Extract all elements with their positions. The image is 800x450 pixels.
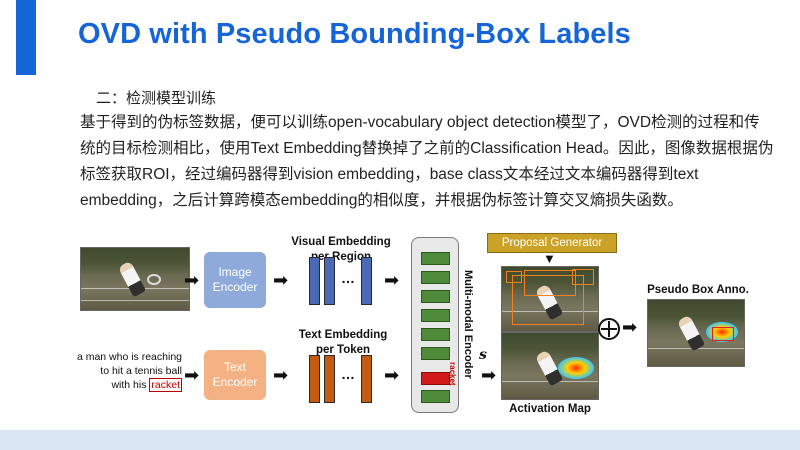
token-cell (421, 328, 450, 341)
visual-ellipsis: … (341, 270, 355, 286)
combine-plus-icon (598, 318, 620, 340)
visual-embedding-bar (361, 257, 372, 305)
arrow-right-icon: ➡ (481, 365, 497, 385)
body-line: embedding，之后计算跨模态embedding的相似度，并根据伪标签计算交… (80, 192, 683, 209)
similarity-symbol: s (479, 347, 487, 363)
caption-line: with his racket (60, 378, 182, 392)
multimodal-encoder-label: Multi-modal Encoder (462, 270, 474, 379)
text-embedding-bar (361, 355, 372, 403)
slide-title: OVD with Pseudo Bounding-Box Labels (78, 18, 631, 50)
body-line: 标签获取ROI，经过编码器得到vision embedding，base cla… (80, 166, 699, 183)
activation-map-photo (501, 332, 599, 400)
text-encoder-label: Text (223, 360, 246, 374)
visual-embedding-bar (309, 257, 320, 305)
image-encoder-label: Encoder (212, 280, 258, 294)
token-cell (421, 290, 450, 303)
arrow-down-icon: ▼ (543, 251, 556, 266)
racket-token-cell (421, 372, 450, 385)
text-embedding-label-line: Text Embedding (298, 329, 388, 341)
visual-embedding-label: Visual Embedding per Region (282, 235, 400, 265)
caption-line: a man who is reaching (76, 351, 182, 363)
caption-highlight-word: racket (149, 378, 182, 392)
token-cell (421, 252, 450, 265)
caption-text: a man who is reaching to hit a tennis ba… (60, 350, 182, 392)
title-accent-bar (16, 0, 36, 75)
text-embedding-bar (309, 355, 320, 403)
text-encoder-label: Encoder (212, 375, 258, 389)
body-line: 基于得到的伪标签数据，便可以训练open-vocabulary object d… (80, 114, 760, 131)
caption-line-end: with his (111, 379, 147, 391)
input-tennis-photo (80, 247, 190, 311)
visual-embedding-label-line: Visual Embedding (291, 236, 391, 248)
arrow-right-icon: ➡ (384, 365, 400, 385)
section-heading: 二：检测模型训练 (96, 90, 217, 107)
visual-embedding-bar (324, 257, 335, 305)
arrow-right-icon: ➡ (273, 270, 289, 290)
pseudo-box-label: Pseudo Box Anno. (647, 284, 749, 296)
arrow-right-icon: ➡ (184, 270, 200, 290)
token-cell (421, 271, 450, 284)
arrow-right-icon: ➡ (622, 317, 638, 337)
arrow-right-icon: ➡ (384, 270, 400, 290)
image-encoder-label: Image (218, 265, 252, 279)
proposals-photo (501, 266, 599, 332)
pseudo-box-photo (647, 299, 745, 367)
text-embedding-label: Text Embedding per Token (284, 328, 402, 358)
caption-line: to hit a tennis ball (100, 365, 182, 377)
token-cell (421, 309, 450, 322)
activation-map-label: Activation Map (509, 403, 591, 415)
arrow-right-icon: ➡ (273, 365, 289, 385)
token-cell (421, 347, 450, 360)
text-ellipsis: … (341, 366, 355, 382)
body-line: 统的目标检测相比，使用Text Embedding替换掉了之前的Classifi… (80, 140, 774, 157)
visual-embedding-label-line: per Region (310, 251, 372, 263)
footer-band (0, 430, 800, 450)
proposal-generator-block: Proposal Generator (487, 233, 617, 253)
body-paragraph: 基于得到的伪标签数据，便可以训练open-vocabulary object d… (80, 110, 774, 214)
text-embedding-bar (324, 355, 335, 403)
multimodal-encoder-block (411, 237, 459, 413)
racket-token-label: racket (448, 362, 457, 386)
token-cell (421, 390, 450, 403)
arrow-right-icon: ➡ (184, 365, 200, 385)
text-embedding-label-line: per Token (315, 344, 371, 356)
